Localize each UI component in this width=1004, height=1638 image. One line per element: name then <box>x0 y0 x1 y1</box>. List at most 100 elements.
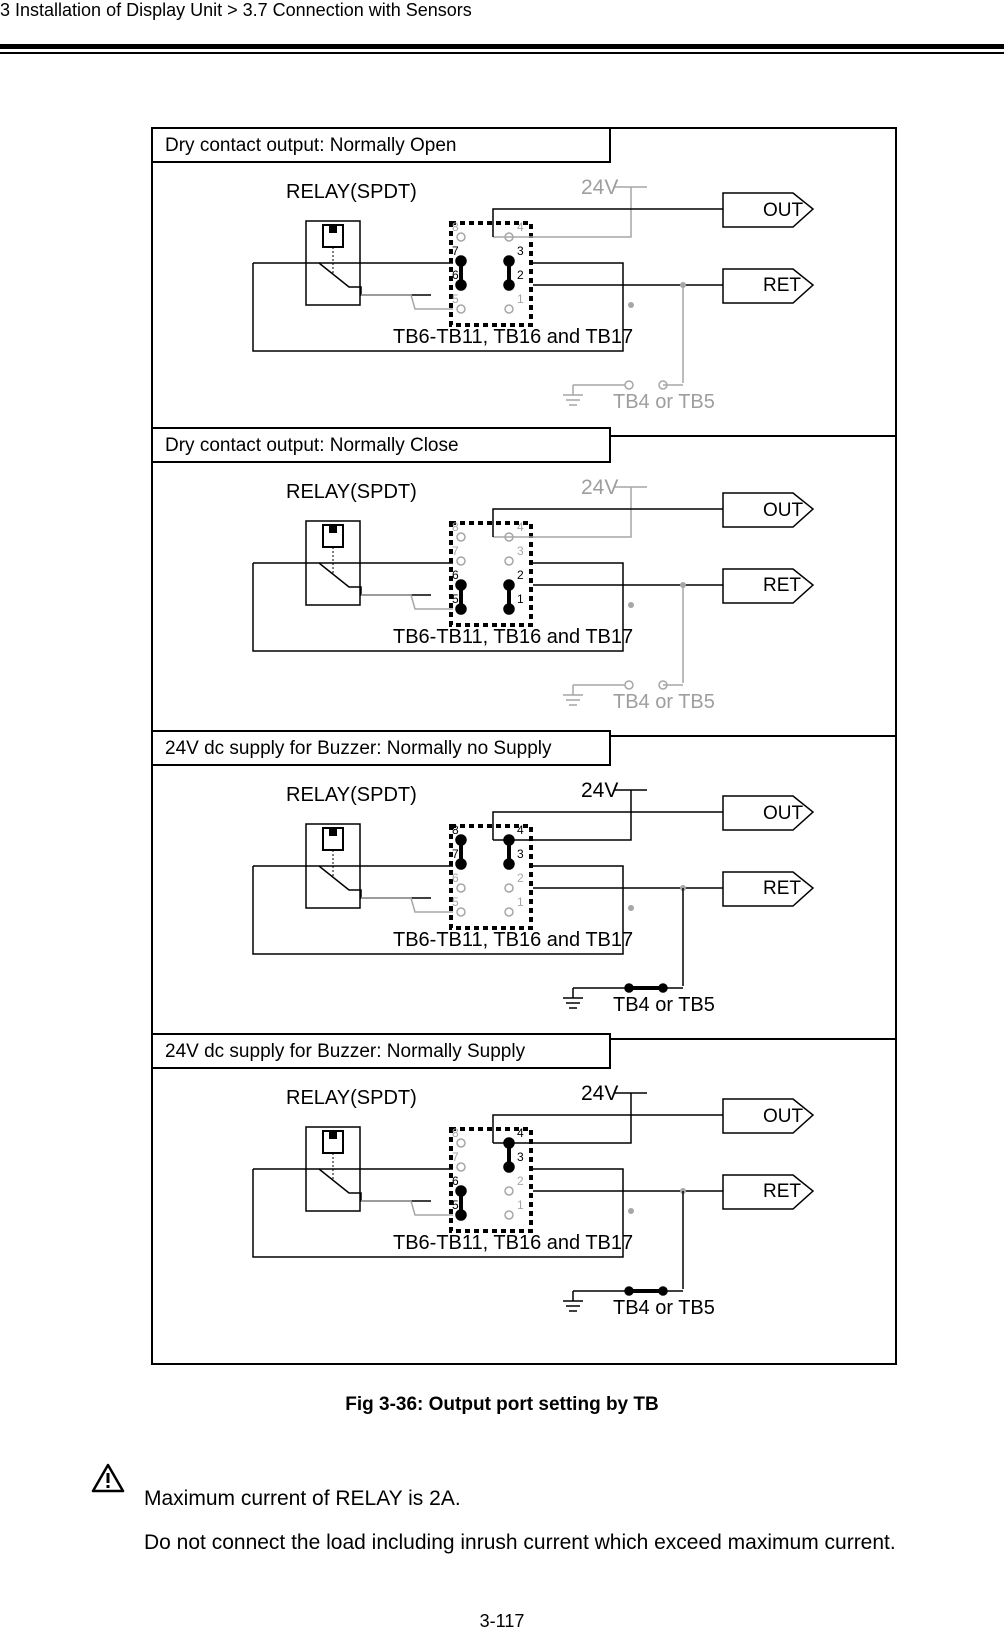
v24-drop <box>493 1093 632 1144</box>
panel-title: Dry contact output: Normally Open <box>151 127 611 163</box>
ret-tag <box>722 871 815 907</box>
relay-switch <box>253 562 431 596</box>
ground-terminal-a <box>624 380 634 390</box>
terminal-num-3: 3 <box>517 544 524 558</box>
relay-switch <box>253 865 431 899</box>
relay-loop-wire <box>252 865 624 955</box>
terminal-num-1: 1 <box>517 292 524 306</box>
terminal-num-1: 1 <box>517 895 524 909</box>
panel-normally-open: 8 7 6 5 4 3 2 1 Dry contact output: Normally Op… <box>151 127 895 437</box>
panel-title: 24V dc supply for Buzzer: Normally Suppl… <box>151 1033 611 1069</box>
terminal-num-4: 4 <box>517 220 524 234</box>
out-tag <box>722 795 815 831</box>
terminal-num-1: 1 <box>517 1198 524 1212</box>
tb-label: TB6-TB11, TB16 and TB17 <box>393 326 634 348</box>
ret-label: RET <box>763 1181 801 1202</box>
relay-loop-wire <box>252 1168 624 1258</box>
warning-icon <box>91 1463 125 1493</box>
terminal-num-3: 3 <box>517 1150 524 1164</box>
terminal-num-8: 8 <box>452 220 459 234</box>
out-wire <box>492 208 728 237</box>
relay-label: RELAY(SPDT) <box>286 181 417 203</box>
ground-label: TB4 or TB5 <box>613 691 715 713</box>
tb-label: TB6-TB11, TB16 and TB17 <box>393 626 634 648</box>
terminal-num-2: 2 <box>517 268 524 282</box>
v24-label: 24V <box>581 176 619 199</box>
relay-nc-wire <box>361 897 453 913</box>
ret-label: RET <box>763 275 801 296</box>
header-rule <box>0 44 1004 49</box>
breadcrumb: 3 Installation of Display Unit > 3.7 Con… <box>0 0 472 20</box>
out-wire <box>492 1114 728 1143</box>
output-port-diagram: 8 7 6 5 4 3 2 1 Dry contact output: Normally Op… <box>151 127 897 1365</box>
terminal-num-2: 2 <box>517 871 524 885</box>
out-wire <box>492 508 728 537</box>
out-label: OUT <box>763 200 804 221</box>
terminal-6 <box>456 883 466 893</box>
ground-terminal-a <box>624 680 634 690</box>
v24-label: 24V <box>581 1082 619 1105</box>
out-tag <box>722 1098 815 1134</box>
terminal-num-5: 5 <box>452 895 459 909</box>
terminal-num-4: 4 <box>517 823 524 837</box>
panel-title: Dry contact output: Normally Close <box>151 427 611 463</box>
terminal-num-6: 6 <box>452 268 459 282</box>
out-tag <box>722 492 815 528</box>
out-tag <box>722 192 815 228</box>
terminal-8 <box>456 532 466 542</box>
relay-loop-wire <box>252 262 624 352</box>
relay-nc-wire <box>361 594 453 610</box>
relay-label: RELAY(SPDT) <box>286 481 417 503</box>
relay-switch <box>253 1168 431 1202</box>
terminal-5 <box>456 304 466 314</box>
ret-tag <box>722 1174 815 1210</box>
node-24v <box>628 905 634 911</box>
v24-label: 24V <box>581 476 619 499</box>
terminal-7 <box>456 556 466 566</box>
note-max-current: Maximum current of RELAY is 2A. <box>144 1487 461 1510</box>
tb-label: TB6-TB11, TB16 and TB17 <box>393 1232 634 1254</box>
terminal-block <box>449 521 533 627</box>
terminal-num-5: 5 <box>452 592 459 606</box>
terminal-num-7: 7 <box>452 544 459 558</box>
figure-caption: Fig 3-36: Output port setting by TB <box>345 1394 659 1415</box>
note-inrush: Do not connect the load including inrush… <box>144 1531 896 1554</box>
node-24v <box>628 602 634 608</box>
terminal-1 <box>504 1210 514 1220</box>
ground-label: TB4 or TB5 <box>613 994 715 1016</box>
node-24v <box>628 1208 634 1214</box>
terminal-num-5: 5 <box>452 292 459 306</box>
terminal-num-7: 7 <box>452 244 459 258</box>
terminal-num-6: 6 <box>452 1174 459 1188</box>
terminal-num-2: 2 <box>517 1174 524 1188</box>
header-rule-thin <box>0 52 1004 54</box>
terminal-num-7: 7 <box>452 1150 459 1164</box>
terminal-num-5: 5 <box>452 1198 459 1212</box>
terminal-num-1: 1 <box>517 592 524 606</box>
terminal-block <box>449 221 533 327</box>
terminal-num-7: 7 <box>452 847 459 861</box>
relay-coil-mark <box>329 525 337 533</box>
v24-label: 24V <box>581 779 619 802</box>
terminal-num-8: 8 <box>452 1126 459 1140</box>
terminal-num-3: 3 <box>517 847 524 861</box>
panel-title: 24V dc supply for Buzzer: Normally no Su… <box>151 730 611 766</box>
v24-drop <box>493 790 632 841</box>
terminal-num-3: 3 <box>517 244 524 258</box>
ret-label: RET <box>763 878 801 899</box>
ground-label: TB4 or TB5 <box>613 1297 715 1319</box>
ret-tag <box>722 268 815 304</box>
terminal-2 <box>504 883 514 893</box>
terminal-num-6: 6 <box>452 871 459 885</box>
terminal-num-8: 8 <box>452 520 459 534</box>
terminal-5 <box>456 907 466 917</box>
wiring-svg: 8 7 6 5 4 3 2 1 <box>153 186 895 437</box>
relay-nc-wire <box>361 1200 453 1216</box>
relay-switch <box>253 262 431 296</box>
terminal-3 <box>504 556 514 566</box>
